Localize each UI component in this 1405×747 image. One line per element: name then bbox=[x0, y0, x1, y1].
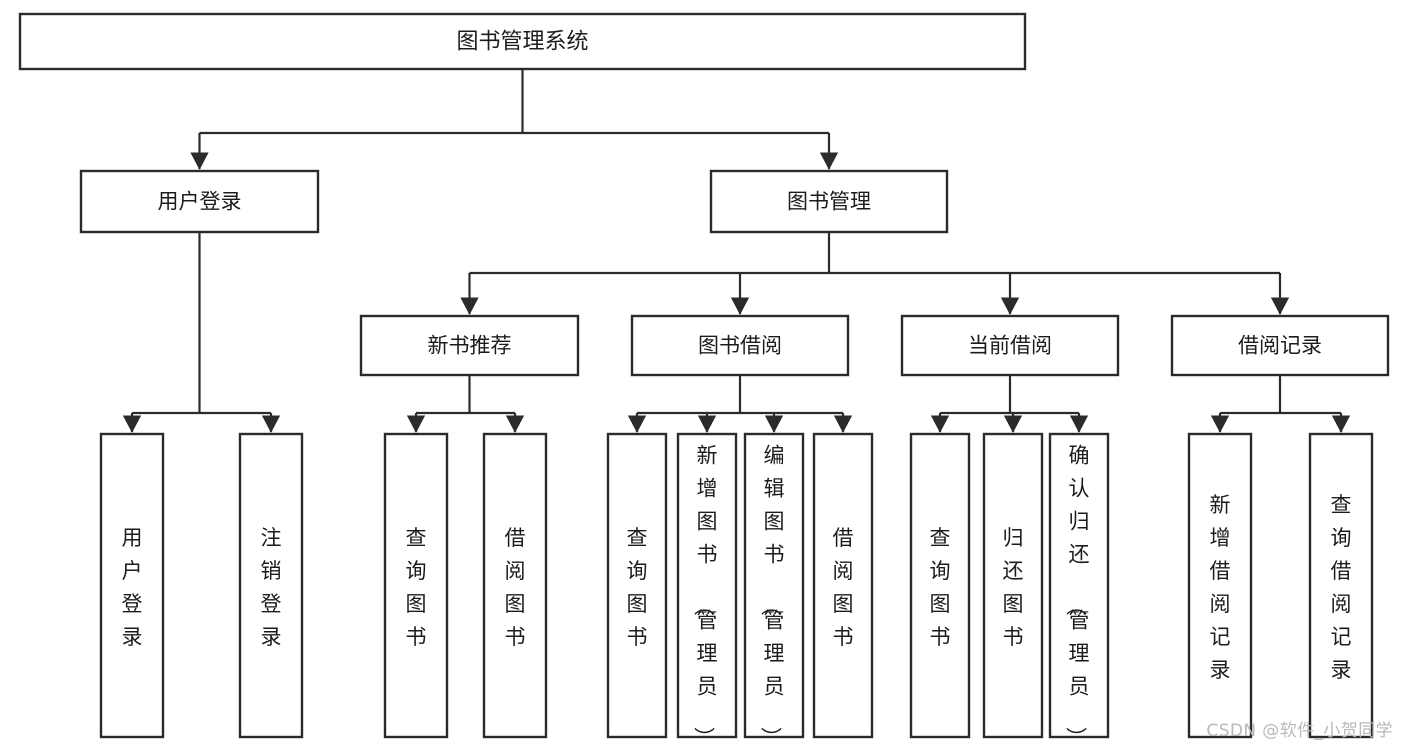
node-l3-当前借阅[interactable]: 当前借阅 bbox=[900, 314, 1120, 377]
connector-图书借阅 bbox=[627, 375, 853, 433]
node-rect bbox=[79, 169, 320, 234]
connector-当前借阅 bbox=[930, 375, 1089, 433]
connector-借阅记录 bbox=[1210, 375, 1351, 433]
node-l3-图书借阅[interactable]: 图书借阅 bbox=[630, 314, 850, 377]
connector-user-login bbox=[122, 232, 281, 433]
node-rect bbox=[1170, 314, 1390, 377]
node-rect bbox=[238, 432, 304, 739]
node-leaf-用户登录[interactable]: 用户登录 bbox=[99, 432, 165, 739]
node-rect bbox=[982, 432, 1044, 739]
node-label: 借阅图书 bbox=[505, 526, 526, 649]
node-label: 新增图书（管理员） bbox=[692, 444, 718, 747]
node-rect bbox=[99, 432, 165, 739]
connector-root bbox=[190, 69, 839, 170]
node-l2-图书管理[interactable]: 图书管理 bbox=[709, 169, 949, 234]
node-label: 查询图书 bbox=[627, 526, 648, 649]
node-root-图书管理系统[interactable]: 图书管理系统 bbox=[18, 12, 1027, 71]
node-label: 确认归还（管理员） bbox=[1064, 444, 1090, 747]
node-rect bbox=[482, 432, 548, 739]
node-rect bbox=[606, 432, 668, 739]
node-leaf-查询图书[interactable]: 查询图书 bbox=[606, 432, 668, 739]
node-label: 新书推荐 bbox=[428, 334, 512, 358]
node-rect bbox=[676, 432, 738, 739]
node-leaf-归还图书[interactable]: 归还图书 bbox=[982, 432, 1044, 739]
node-leaf-查询图书[interactable]: 查询图书 bbox=[383, 432, 449, 739]
node-leaf-确认归还管理员[interactable]: 确认归还（管理员） bbox=[1048, 432, 1110, 747]
node-label: 图书管理 bbox=[787, 190, 871, 214]
node-label: 编辑图书（管理员） bbox=[759, 444, 785, 747]
node-label: 用户登录 bbox=[158, 190, 242, 214]
node-boxes: 图书管理系统用户登录图书管理新书推荐图书借阅当前借阅借阅记录用户登录注销登录查询… bbox=[18, 12, 1390, 747]
node-l3-借阅记录[interactable]: 借阅记录 bbox=[1170, 314, 1390, 377]
node-label: 查询图书 bbox=[930, 526, 951, 649]
node-l3-新书推荐[interactable]: 新书推荐 bbox=[359, 314, 580, 377]
node-rect bbox=[900, 314, 1120, 377]
node-label: 归还图书 bbox=[1003, 526, 1024, 649]
node-leaf-编辑图书管理员[interactable]: 编辑图书（管理员） bbox=[743, 432, 805, 747]
node-rect bbox=[1048, 432, 1110, 739]
node-label: 用户登录 bbox=[122, 526, 143, 649]
node-rect bbox=[812, 432, 874, 739]
node-label: 借阅图书 bbox=[833, 526, 854, 649]
node-label: 当前借阅 bbox=[968, 334, 1052, 358]
node-rect bbox=[709, 169, 949, 234]
node-rect bbox=[1187, 432, 1253, 739]
node-l2-用户登录[interactable]: 用户登录 bbox=[79, 169, 320, 234]
node-leaf-新增图书管理员[interactable]: 新增图书（管理员） bbox=[676, 432, 738, 747]
node-leaf-查询借阅记录[interactable]: 查询借阅记录 bbox=[1308, 432, 1374, 739]
node-rect bbox=[630, 314, 850, 377]
node-leaf-注销登录[interactable]: 注销登录 bbox=[238, 432, 304, 739]
node-leaf-查询图书[interactable]: 查询图书 bbox=[909, 432, 971, 739]
node-label: 查询借阅记录 bbox=[1331, 493, 1352, 682]
node-rect bbox=[909, 432, 971, 739]
connector-新书推荐 bbox=[406, 375, 525, 433]
node-leaf-借阅图书[interactable]: 借阅图书 bbox=[482, 432, 548, 739]
connector-book-management bbox=[460, 232, 1290, 315]
node-rect bbox=[18, 12, 1027, 71]
node-rect bbox=[1308, 432, 1374, 739]
node-rect bbox=[383, 432, 449, 739]
node-rect bbox=[743, 432, 805, 739]
node-label: 新增借阅记录 bbox=[1210, 493, 1231, 682]
node-label: 借阅记录 bbox=[1238, 334, 1322, 358]
node-label: 图书借阅 bbox=[698, 334, 782, 358]
node-label: 注销登录 bbox=[261, 526, 282, 649]
edge-connectors bbox=[122, 69, 1351, 433]
node-label: 图书管理系统 bbox=[456, 30, 588, 55]
node-label: 查询图书 bbox=[406, 526, 427, 649]
node-rect bbox=[359, 314, 580, 377]
node-leaf-新增借阅记录[interactable]: 新增借阅记录 bbox=[1187, 432, 1253, 739]
node-leaf-借阅图书[interactable]: 借阅图书 bbox=[812, 432, 874, 739]
